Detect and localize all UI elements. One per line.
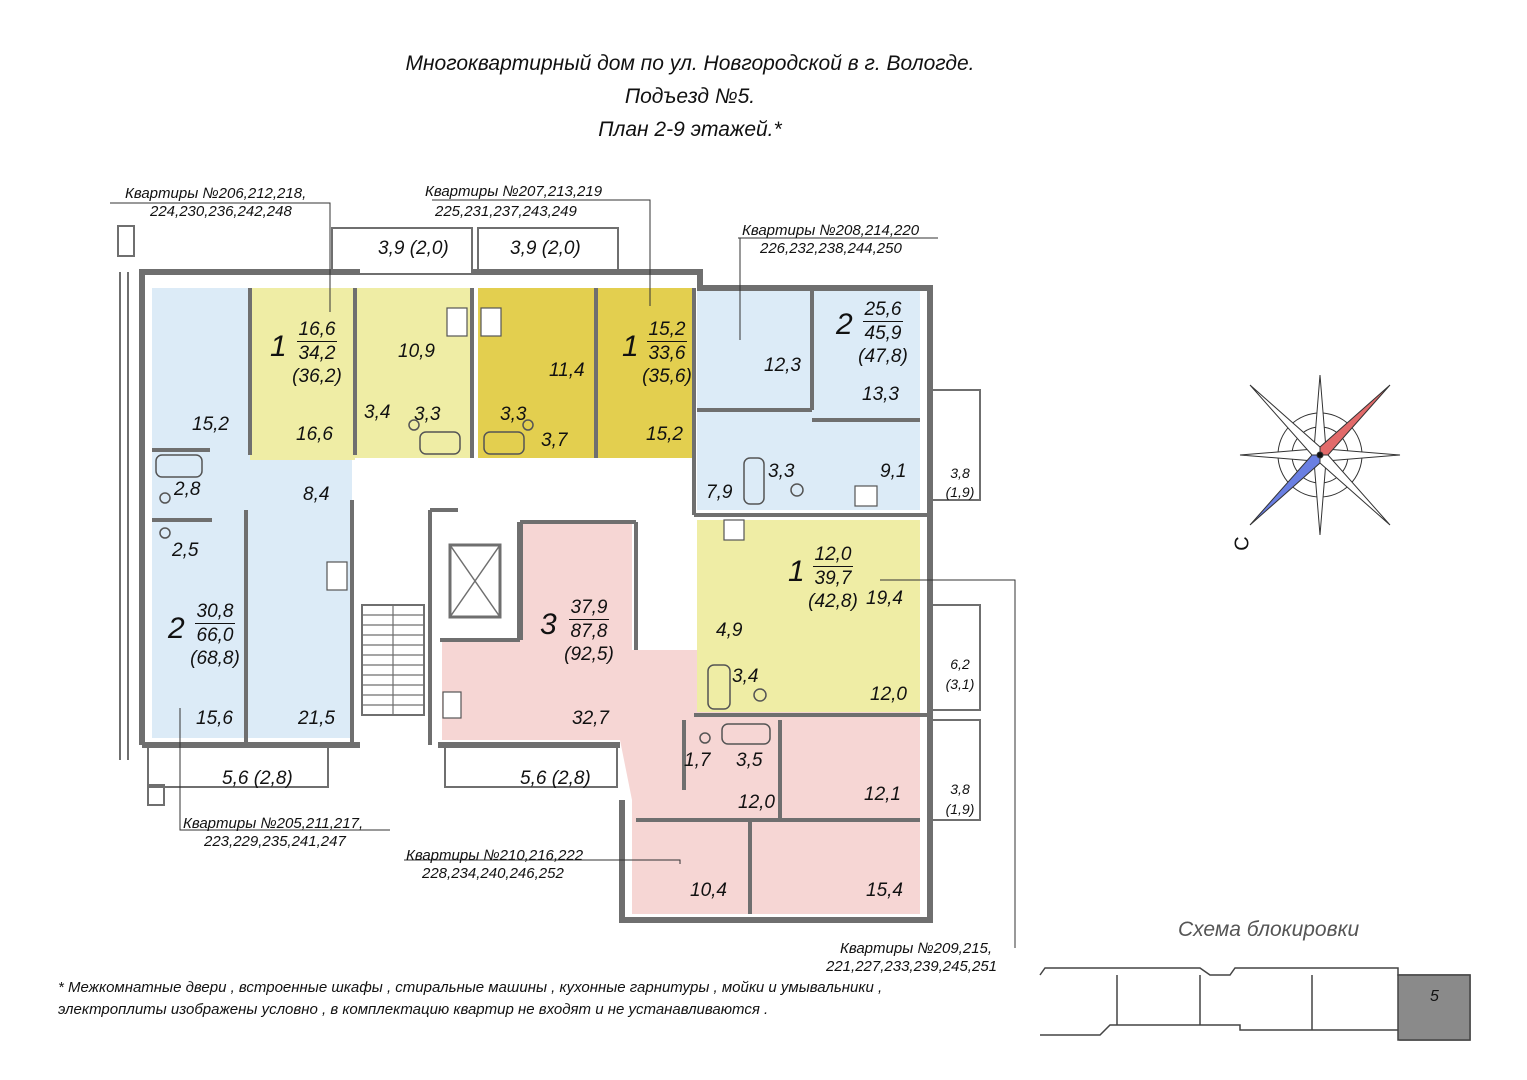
room-area: 12,0: [870, 684, 907, 705]
apt210-rooms: 3: [540, 608, 557, 641]
callout-apt207-line2: 225,231,237,243,249: [435, 203, 577, 220]
room-area: 10,9: [398, 341, 435, 362]
callout-apt209-line1: Квартиры №209,215,: [840, 940, 993, 957]
apt207-rooms: 1: [622, 330, 639, 363]
balcony-right1-reduced: (1,9): [945, 484, 975, 500]
callout-apt208-line1: Квартиры №208,214,220: [742, 222, 920, 239]
room-area: 3,4: [364, 402, 391, 423]
compass-north-letter: С: [1231, 536, 1254, 551]
room-area: 4,9: [716, 620, 743, 641]
callout-apt210-line2: 228,234,240,246,252: [422, 865, 564, 882]
room-area: 15,2: [646, 424, 683, 445]
room-area: 19,4: [866, 588, 903, 609]
schema-section-number: 5: [1430, 988, 1439, 1005]
room-area: 15,2: [192, 414, 229, 435]
room-area: 32,7: [572, 708, 609, 729]
apt207-with-balcony: (35,6): [642, 366, 692, 387]
fill-207-room: [596, 288, 692, 458]
room-area: 15,4: [866, 880, 903, 901]
callout-apt205-line1: Квартиры №205,211,217,: [183, 815, 364, 832]
room-area: 3,7: [541, 430, 568, 451]
callout-apt210-line1: Квартиры №210,216,222: [406, 847, 584, 864]
balcony-bottom-left: 5,6 (2,8): [222, 768, 293, 789]
room-area: 3,3: [500, 404, 527, 425]
schema-title: Схема блокировки: [1178, 918, 1360, 941]
fill-210: [442, 522, 920, 914]
room-area: 12,0: [738, 792, 775, 813]
callout-apt207-line1: Квартиры №207,213,219: [425, 183, 603, 200]
footnote-line1: * Межкомнатные двери , встроенные шкафы …: [58, 979, 883, 996]
room-area: 10,4: [690, 880, 727, 901]
plan-title-line2: Подъезд №5.: [624, 85, 756, 108]
room-area: 2,5: [172, 540, 199, 561]
apt210-with-balcony: (92,5): [564, 644, 614, 665]
balcony-right3-reduced: (1,9): [945, 801, 975, 817]
room-area: 9,1: [880, 461, 907, 482]
apt208-with-balcony: (47,8): [858, 346, 908, 367]
room-area: 2,8: [174, 479, 201, 500]
balcony-right3-area: 3,8: [950, 781, 970, 797]
balcony-top-left: 3,9 (2,0): [378, 238, 449, 259]
fill-205: [152, 450, 352, 738]
balcony-right1-area: 3,8: [950, 465, 970, 481]
apt205-total: 66,0: [196, 625, 234, 646]
apt209-living: 12,0: [812, 544, 854, 567]
apt208-living: 25,6: [862, 299, 904, 322]
room-area: 12,3: [764, 355, 801, 376]
callout-apt208-line2: 226,232,238,244,250: [760, 240, 902, 257]
plan-title-line1: Многоквартирный дом по ул. Новгородской …: [405, 52, 975, 75]
room-area: 11,4: [549, 360, 585, 381]
apt210-living: 37,9: [568, 597, 610, 620]
room-area: 8,4: [303, 484, 330, 505]
apt208-rooms: 2: [836, 308, 853, 341]
balcony-bottom-mid: 5,6 (2,8): [520, 768, 591, 789]
apt205-rooms: 2: [168, 612, 185, 645]
apt208-total: 45,9: [864, 323, 902, 344]
apt209-total: 39,7: [814, 568, 852, 589]
apt205-living: 30,8: [194, 601, 236, 624]
room-area: 1,7: [684, 750, 711, 771]
apt206-rooms: 1: [270, 330, 287, 363]
callout-apt206-line1: Квартиры №206,212,218,: [125, 185, 307, 202]
room-area: 7,9: [706, 482, 733, 503]
apt209-rooms: 1: [788, 555, 805, 588]
stairwell: [361, 604, 425, 716]
apt206-total: 34,2: [298, 343, 336, 364]
apt206-living: 16,6: [296, 319, 338, 342]
apt206-with-balcony: (36,2): [292, 366, 342, 387]
balcony-right2-reduced: (3,1): [945, 676, 975, 692]
room-area: 13,3: [862, 384, 899, 405]
elevator-shaft: [448, 543, 502, 619]
callout-apt209-line2: 221,227,233,239,245,251: [826, 958, 997, 975]
balcony-right2-area: 6,2: [950, 656, 970, 672]
room-area: 3,3: [414, 404, 441, 425]
fill-206-room: [250, 288, 355, 460]
apt207-living: 15,2: [646, 319, 688, 342]
apt210-total: 87,8: [570, 621, 608, 642]
room-area: 3,4: [732, 666, 759, 687]
plan-title-line3: План 2-9 этажей.*: [598, 118, 782, 141]
callout-apt205-line2: 223,229,235,241,247: [204, 833, 346, 850]
apt207-total: 33,6: [648, 343, 686, 364]
apt205-with-balcony: (68,8): [190, 648, 240, 669]
room-area: 16,6: [296, 424, 333, 445]
room-area: 12,1: [864, 784, 901, 805]
callout-apt206-line2: 224,230,236,242,248: [150, 203, 292, 220]
room-area: 3,3: [768, 461, 795, 482]
fill-209: [697, 520, 920, 712]
room-area: 15,6: [196, 708, 233, 729]
room-area: 21,5: [298, 708, 335, 729]
fill-208: [697, 288, 920, 510]
apt209-with-balcony: (42,8): [808, 591, 858, 612]
room-area: 3,5: [736, 750, 763, 771]
balcony-top-right: 3,9 (2,0): [510, 238, 581, 259]
footnote-line2: электроплиты изображены условно , в комп…: [58, 1001, 769, 1018]
fill-205-bedroom: [152, 288, 248, 450]
